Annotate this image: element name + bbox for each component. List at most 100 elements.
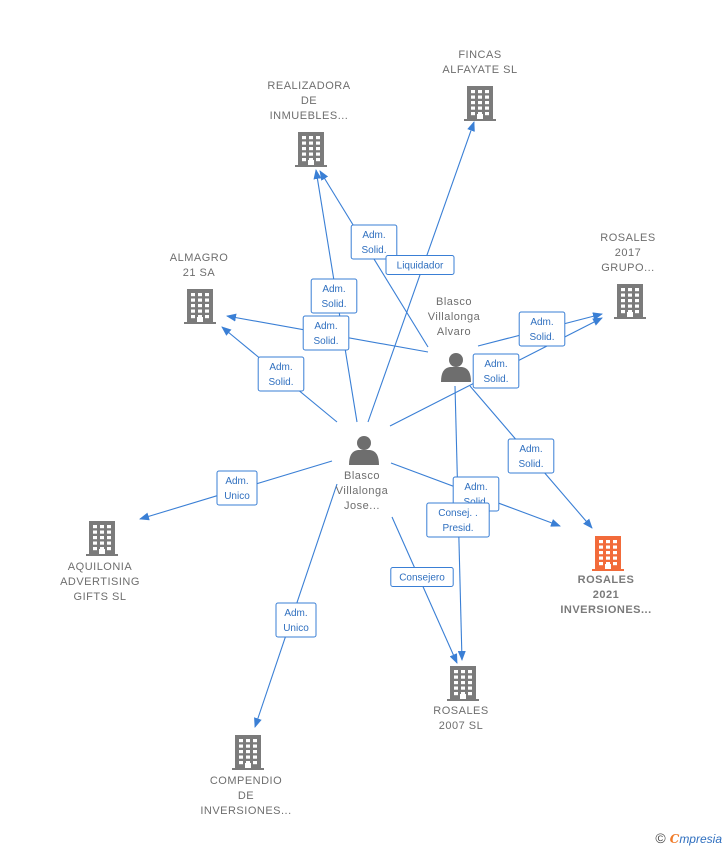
- building-icon: [447, 666, 479, 701]
- node-label-line: ALMAGRO: [170, 252, 229, 264]
- node-label-line: ROSALES: [600, 232, 655, 244]
- nodes-layer: FINCAS ALFAYATE SL REALIZADORA DE INMUEBLES.…: [60, 49, 655, 817]
- node-almagro[interactable]: ALMAGRO 21 SA: [170, 252, 229, 324]
- edge-label-box: [216, 470, 258, 506]
- node-label-line: ROSALES: [578, 574, 635, 586]
- edge-label[interactable]: Adm. Solid.: [257, 356, 305, 392]
- person-icon: [349, 436, 379, 465]
- edge-label-text: Solid.: [321, 299, 346, 310]
- edge-label-box: [390, 567, 454, 587]
- edge-label-box: [385, 255, 455, 275]
- person-icon: [441, 353, 471, 382]
- node-rosales2007[interactable]: ROSALES 2007 SL: [433, 666, 488, 732]
- edge-label[interactable]: Consejero: [390, 567, 454, 587]
- edge-label-text: Presid.: [442, 523, 473, 534]
- edge-label-text: Adm.: [464, 482, 487, 493]
- node-label-line: COMPENDIO: [210, 775, 282, 787]
- edge-label-text: Consej. .: [438, 508, 477, 519]
- node-jose[interactable]: BlascoVillalongaJose...: [336, 436, 389, 512]
- node-aquilonia[interactable]: AQUILONIA ADVERTISING GIFTS SL: [60, 521, 140, 603]
- edge-label-text: Adm.: [484, 359, 507, 370]
- edge-label-box: [350, 224, 398, 260]
- edge-label-text: Adm.: [322, 284, 345, 295]
- edge-label-text: Solid.: [518, 459, 543, 470]
- node-label-line: GIFTS SL: [74, 591, 127, 603]
- node-label-line: Jose...: [344, 500, 380, 512]
- edge-label-text: Adm.: [530, 317, 553, 328]
- building-icon: [592, 536, 624, 571]
- node-label-line: REALIZADORA: [267, 80, 350, 92]
- empresia-brand[interactable]: ©Cmpresia: [655, 830, 722, 846]
- edge-label-text: Solid.: [268, 377, 293, 388]
- edge-label-text: Solid.: [483, 374, 508, 385]
- node-label-line: INVERSIONES...: [200, 805, 291, 817]
- edge-label-text: Unico: [283, 623, 309, 634]
- building-icon: [614, 284, 646, 319]
- edge-label-text: Solid.: [313, 336, 338, 347]
- edge-label[interactable]: Adm. Unico: [216, 470, 258, 506]
- edge-label-box: [302, 315, 350, 351]
- edge-label-text: Solid.: [361, 245, 386, 256]
- edge-label-text: Unico: [224, 491, 250, 502]
- node-label-line: Blasco: [436, 296, 472, 308]
- edge-labels-layer: Adm.Solid.LiquidadorAdm.Solid.Adm.Solid.…: [216, 224, 566, 638]
- edge-label[interactable]: Adm. Solid.: [302, 315, 350, 351]
- edge-label-box: [310, 278, 358, 314]
- edge-label-box: [257, 356, 305, 392]
- node-label-line: 2007 SL: [439, 720, 483, 732]
- edge-label-text: Adm.: [225, 476, 248, 487]
- edge-label-text: Adm.: [519, 444, 542, 455]
- node-label-line: Villalonga: [428, 311, 481, 323]
- node-label-line: DE: [301, 95, 317, 107]
- edge-label-text: Adm.: [284, 608, 307, 619]
- edge-jose-rosales2007: [391, 516, 458, 664]
- edge-label-text: Solid.: [529, 332, 554, 343]
- edge-label[interactable]: Adm. Unico: [275, 602, 317, 638]
- edge-label-box: [472, 353, 520, 389]
- edge-label[interactable]: Adm. Solid.: [507, 438, 555, 474]
- node-rosales2021[interactable]: ROSALES 2021INVERSIONES...: [560, 536, 651, 616]
- node-label-line: INMUEBLES...: [270, 110, 349, 122]
- edges-layer: [139, 121, 603, 728]
- node-label-line: 2017: [615, 247, 641, 259]
- node-label-line: Blasco: [344, 470, 380, 482]
- node-label-line: GRUPO...: [601, 262, 655, 274]
- node-rosales2017[interactable]: ROSALES 2017GRUPO...: [600, 232, 655, 319]
- brand-initial: C: [669, 832, 680, 846]
- node-label-line: 2021: [593, 589, 619, 601]
- building-icon: [295, 132, 327, 167]
- copyright-symbol: ©: [655, 830, 666, 846]
- edge-label[interactable]: Adm. Solid.: [518, 311, 566, 347]
- node-realizadora[interactable]: REALIZADORA DE INMUEBLES...: [267, 80, 350, 167]
- brand-name: mpresia: [679, 832, 722, 846]
- node-label-line: FINCAS: [458, 49, 501, 61]
- node-label-line: ADVERTISING: [60, 576, 140, 588]
- node-label-line: INVERSIONES...: [560, 604, 651, 616]
- edge-label-text: Adm.: [362, 230, 385, 241]
- edge-label[interactable]: Consej. . Presid.: [426, 502, 490, 538]
- node-label-line: ALFAYATE SL: [442, 64, 517, 76]
- node-compendio[interactable]: COMPENDIO DE INVERSIONES...: [200, 735, 291, 817]
- edge-label-box: [426, 502, 490, 538]
- edge-label[interactable]: Adm. Solid.: [310, 278, 358, 314]
- node-label-line: ROSALES: [433, 705, 488, 717]
- node-label-line: DE: [238, 790, 254, 802]
- edge-label-box: [275, 602, 317, 638]
- building-icon: [232, 735, 264, 770]
- edge-label[interactable]: Liquidador: [385, 255, 455, 275]
- building-icon: [184, 289, 216, 324]
- building-icon: [464, 86, 496, 121]
- edge-label-box: [507, 438, 555, 474]
- edge-label-text: Adm.: [314, 321, 337, 332]
- node-fincas[interactable]: FINCAS ALFAYATE SL: [442, 49, 517, 121]
- node-label-line: AQUILONIA: [68, 561, 133, 573]
- edge-label[interactable]: Adm. Solid.: [350, 224, 398, 260]
- edge-label[interactable]: Adm. Solid.: [472, 353, 520, 389]
- edge-label-text: Consejero: [399, 573, 445, 584]
- node-label-line: 21 SA: [183, 267, 216, 279]
- edge-label-text: Liquidador: [397, 261, 444, 272]
- node-label-line: Alvaro: [437, 326, 471, 338]
- edge-label-text: Adm.: [269, 362, 292, 373]
